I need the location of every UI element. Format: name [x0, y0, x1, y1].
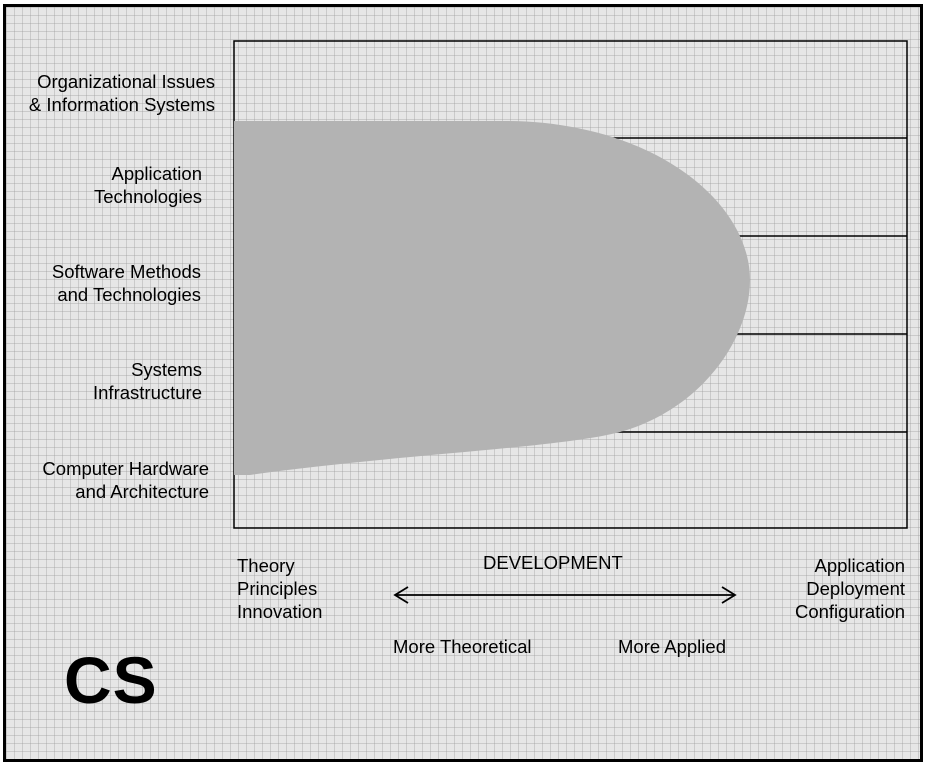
more-applied-label: More Applied — [618, 636, 726, 657]
coverage-region — [234, 121, 750, 475]
axis-center-label: DEVELOPMENT — [483, 552, 623, 573]
arrow-head-right — [721, 586, 737, 604]
row-label-application-tech: Application Technologies — [94, 163, 202, 207]
cs-logo: CS — [64, 643, 158, 717]
row-label-computer-hardware: Computer Hardware and Architecture — [42, 458, 209, 502]
row-label-software-methods: Software Methods and Technologies — [51, 261, 201, 305]
row-label-org-issues: Organizational Issues & Information Syst… — [28, 71, 215, 115]
row-label-systems-infrastructure: Systems Infrastructure — [93, 359, 202, 403]
axis-right-label: Application Deployment Configuration — [794, 555, 905, 622]
axis-left-label: Theory Principles Innovation — [237, 555, 323, 622]
arrow-head-left — [393, 586, 409, 604]
more-theoretical-label: More Theoretical — [393, 636, 532, 657]
